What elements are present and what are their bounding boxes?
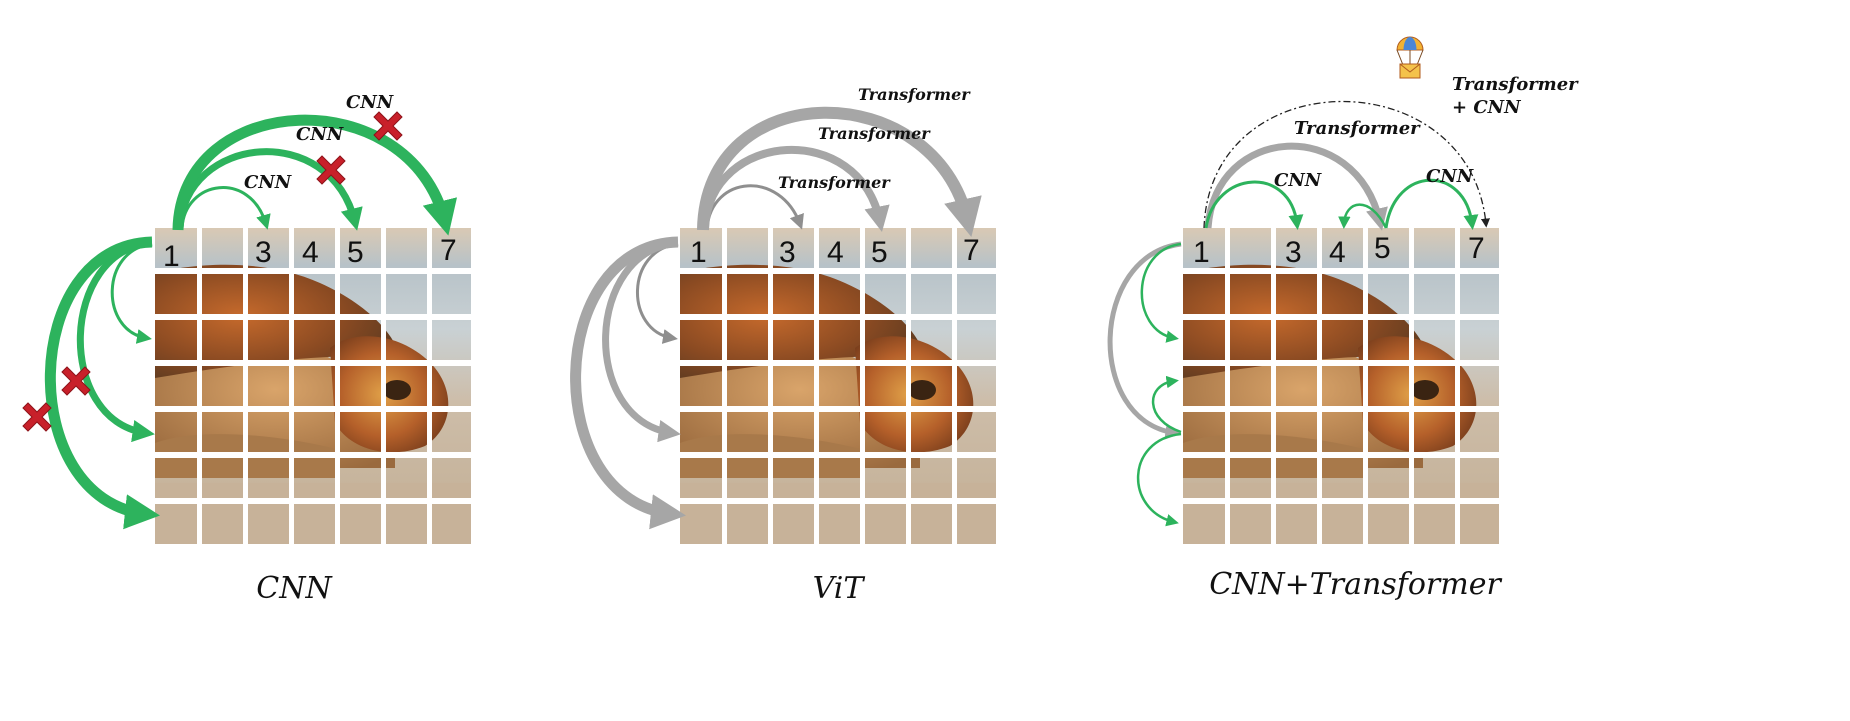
panel-cnn-transformer: 1 3 4 5 7 CNN Transformer CNN Transforme… — [1107, 36, 1579, 602]
turtle-image-grid — [680, 228, 996, 544]
arrow-label: CNN — [346, 92, 395, 113]
arrow-label: Transformer — [1452, 74, 1579, 95]
arrow-label: CNN — [1274, 170, 1323, 191]
arrow-label: CNN — [244, 172, 293, 193]
cell-number: 3 — [779, 236, 796, 269]
cnn-arrow — [1136, 432, 1182, 527]
arrow-label: CNN — [1426, 166, 1475, 187]
parachute-envelope-icon — [1396, 36, 1424, 79]
cnn-arrow — [180, 186, 271, 230]
cnn-arrow — [44, 236, 160, 530]
cell-number: 5 — [871, 236, 888, 269]
cnn-arrow — [1140, 242, 1182, 343]
panel-title: CNN — [256, 571, 333, 606]
dashed-arrow — [1203, 100, 1490, 229]
turtle-image-grid — [1183, 228, 1499, 544]
panel-title: CNN+Transformer — [1209, 567, 1502, 602]
cell-number: 3 — [1285, 236, 1302, 269]
red-x-icon — [373, 111, 403, 141]
cnn-arrow — [1384, 178, 1479, 230]
cell-number: 7 — [1468, 232, 1485, 265]
cnn-arrow — [1151, 375, 1182, 434]
transformer-arrow — [705, 184, 804, 230]
panel-vit: 1 3 4 5 7 Transformer Transformer Transf… — [570, 85, 996, 606]
cell-number: 5 — [347, 236, 364, 269]
arrow-label: + CNN — [1452, 97, 1522, 118]
red-x-icon — [22, 402, 52, 432]
cell-number: 4 — [1329, 236, 1346, 269]
transformer-arrow — [570, 236, 686, 530]
cell-number: 7 — [963, 234, 980, 267]
arrow-label: Transformer — [858, 85, 971, 104]
cnn-arrow — [1338, 203, 1388, 229]
transformer-arrow — [697, 106, 982, 237]
cell-number: 1 — [690, 236, 707, 269]
panel-title: ViT — [813, 571, 866, 606]
cell-number: 7 — [440, 234, 457, 267]
panel-cnn: 1 3 4 5 7 CNN CNN CNN CNN — [22, 92, 471, 606]
cell-number: 1 — [1193, 236, 1210, 269]
arrow-label: CNN — [296, 124, 345, 145]
cell-number: 5 — [1374, 232, 1391, 265]
cell-number: 1 — [163, 240, 180, 273]
cnn-arrow — [1204, 180, 1304, 230]
arrow-label: Transformer — [818, 124, 931, 143]
cell-number: 3 — [255, 236, 272, 269]
transformer-arrow — [1204, 142, 1388, 231]
cell-number: 4 — [302, 236, 319, 269]
arrow-label: Transformer — [778, 173, 891, 192]
transformer-arrow — [1107, 241, 1182, 440]
cell-number: 4 — [827, 236, 844, 269]
cnn-arrow — [172, 114, 457, 236]
arrow-label: Transformer — [1294, 118, 1421, 139]
turtle-image-grid — [155, 228, 471, 544]
